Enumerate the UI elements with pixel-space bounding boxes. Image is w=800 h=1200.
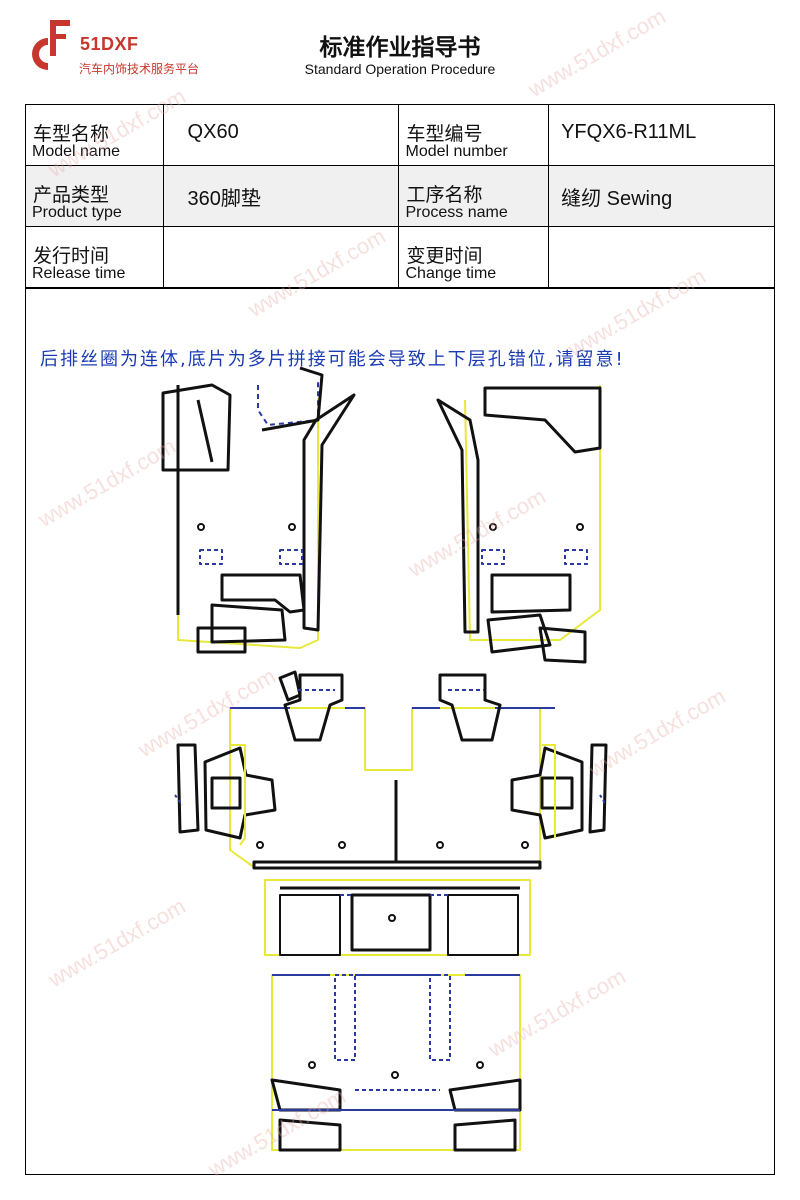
info-row-model: 车型名称 Model name QX60 车型编号 Model number Y… xyxy=(25,104,775,166)
sewing-notice: 后排丝圈为连体,底片为多片拼接可能会导致上下层孔错位,请留意! xyxy=(40,349,625,370)
model-number-value-cell: YFQX6-R11ML xyxy=(548,104,775,166)
model-number-label: 车型编号 xyxy=(406,123,483,145)
product-type-label: 产品类型 xyxy=(33,184,110,206)
info-row-product: 产品类型 Product type 360脚垫 工序名称 Process nam… xyxy=(25,165,775,227)
brand-subtitle: 汽车内饰技术服务平台 xyxy=(79,62,200,76)
document-subtitle: Standard Operation Procedure xyxy=(304,61,496,77)
process-name-label-en: Process name xyxy=(405,204,508,221)
model-name-label-en: Model name xyxy=(32,143,121,160)
product-type-value: 360脚垫 xyxy=(187,188,261,210)
process-name-label: 工序名称 xyxy=(406,184,483,206)
release-time-label: 发行时间 xyxy=(33,245,110,267)
model-name-label: 车型名称 xyxy=(33,123,110,145)
change-time-label-en: Change time xyxy=(405,265,497,282)
front-left-mat-piece xyxy=(161,366,356,654)
release-time-value-cell xyxy=(162,226,400,288)
release-time-label-cell: 发行时间 Release time xyxy=(25,226,164,288)
model-name-label-cell: 车型名称 Model name xyxy=(25,104,164,166)
third-row-upper-mat-piece xyxy=(264,879,531,956)
process-name-value-cell: 缝纫 Sewing xyxy=(548,165,775,227)
model-name-value-cell: QX60 xyxy=(162,104,400,166)
change-time-label-cell: 变更时间 Change time xyxy=(398,226,550,288)
info-row-time: 发行时间 Release time 变更时间 Change time xyxy=(25,226,775,288)
change-time-label: 变更时间 xyxy=(406,245,483,267)
model-name-value: QX60 xyxy=(187,121,239,143)
pattern-drawing-area xyxy=(25,288,775,1175)
document-title: 标准作业指导书 xyxy=(319,35,481,61)
header: 51DXF 汽车内饰技术服务平台 标准作业指导书 Standard Operat… xyxy=(0,0,800,100)
brand-logo-icon xyxy=(32,20,70,70)
product-type-label-en: Product type xyxy=(32,204,122,221)
product-type-value-cell: 360脚垫 xyxy=(162,165,400,227)
change-time-value-cell xyxy=(548,226,775,288)
front-right-mat-piece xyxy=(436,385,602,664)
release-time-label-en: Release time xyxy=(32,265,126,282)
second-row-mat-piece xyxy=(174,670,608,870)
brand-name: 51DXF xyxy=(80,34,139,54)
third-row-lower-mat-piece xyxy=(270,974,522,1152)
model-number-label-en: Model number xyxy=(405,143,508,160)
model-number-value: YFQX6-R11ML xyxy=(561,121,697,143)
model-number-label-cell: 车型编号 Model number xyxy=(398,104,550,166)
info-table: 车型名称 Model name QX60 车型编号 Model number Y… xyxy=(25,104,775,288)
process-name-value: 缝纫 Sewing xyxy=(561,188,673,210)
